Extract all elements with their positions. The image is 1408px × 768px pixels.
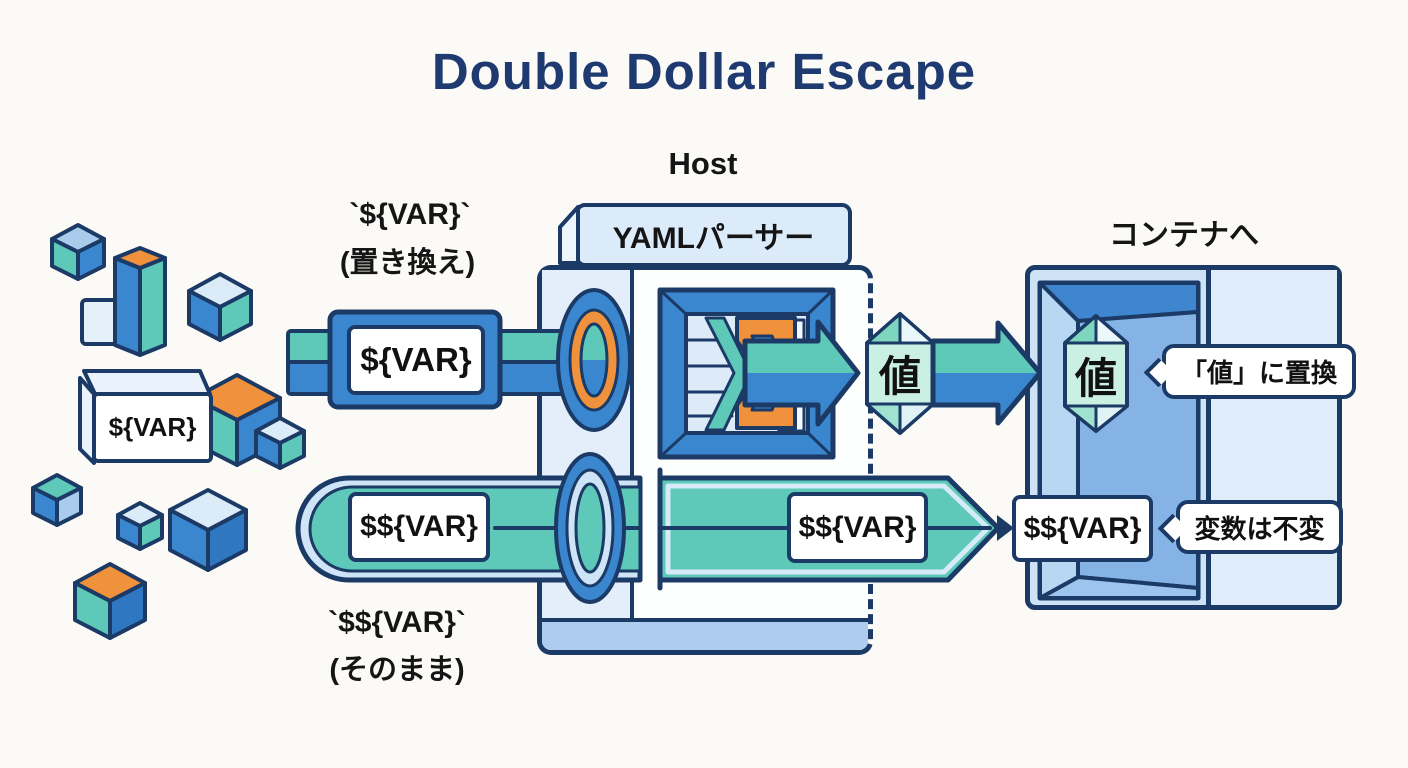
source-box-label: ${VAR} [92,392,213,463]
annotation-escaped-note: (そのまま) [329,654,465,686]
annotation-var-code: `${VAR}` [349,198,471,231]
escaped-input-box: $${VAR} [348,492,490,562]
to-container-arrow-icon [930,320,1043,426]
cube-icon [116,501,164,551]
host-port-panel [542,270,634,618]
cube-icon [254,416,306,470]
cube-icon [50,223,106,281]
container-side-panel [1206,270,1337,605]
value-gem-label: 値 [878,353,921,400]
flat-tile-icon [80,298,127,346]
annotation-escaped-code: `$${VAR}` [328,606,466,639]
cube-icon [31,473,83,527]
cube-icon [168,488,248,572]
cube-icon [187,272,253,342]
var-input-box: ${VAR} [347,325,485,395]
host-label: Host [668,146,738,181]
bubble-variable-unchanged: 変数は不変 [1176,500,1343,554]
cube-icon [73,562,147,640]
container-heading: コンテナへ [1109,219,1259,252]
host-base-strip [542,618,868,650]
page-title: Double Dollar Escape [431,43,977,100]
column-cube-icon [113,246,167,357]
value-gem-icon: 値 [865,312,935,435]
escaped-passthrough-box: $${VAR} [787,492,928,563]
annotation-var-note: (置き換え) [339,247,476,279]
escaped-container-box: $${VAR} [1012,495,1153,562]
yaml-parser-tab: YAMLパーサー [575,203,852,267]
bubble-replaced-with-value: 「値」に置換 [1162,344,1356,399]
